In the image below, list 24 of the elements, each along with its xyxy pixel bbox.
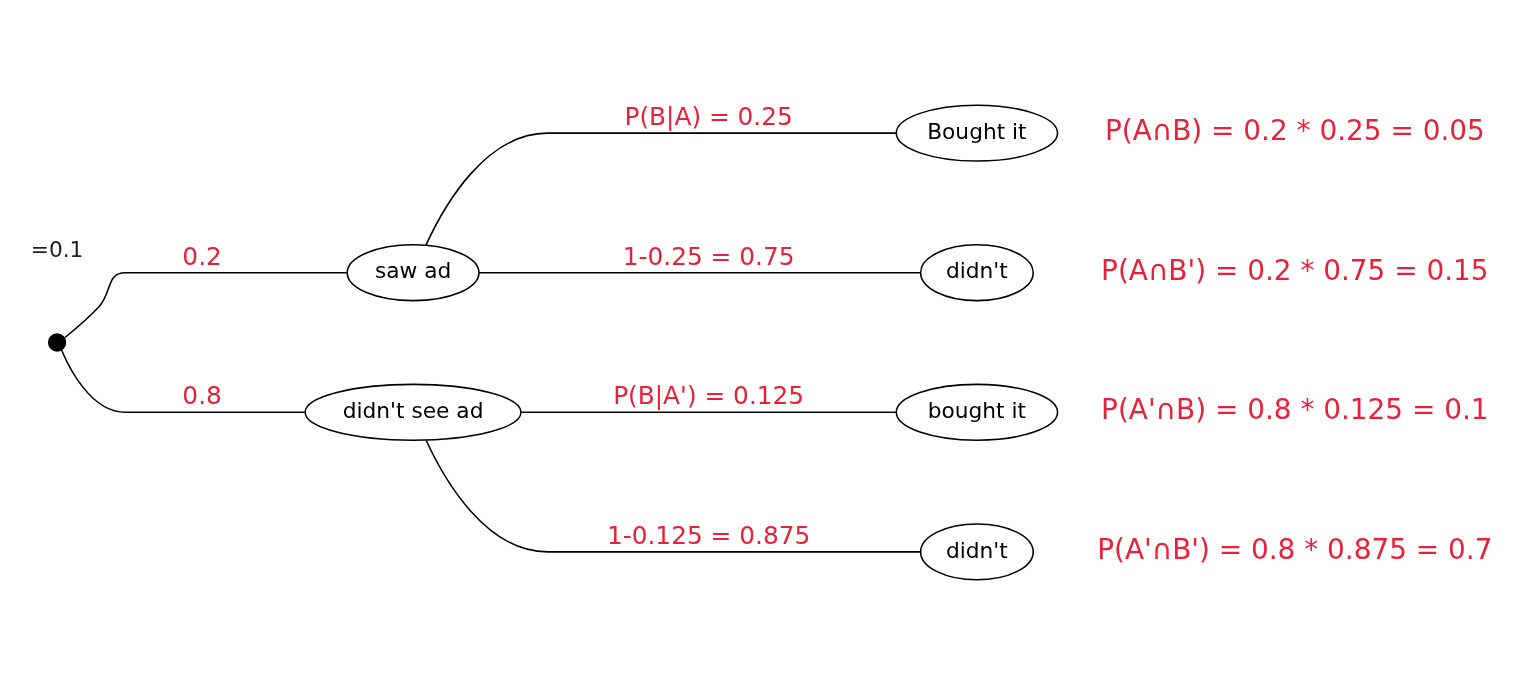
edge-label: P(B|A) = 0.25 <box>624 101 793 131</box>
edge-label: P(B|A') = 0.125 <box>613 380 805 410</box>
node-circle <box>47 332 67 352</box>
edge-label: 0.2 <box>182 241 222 271</box>
connector <box>63 271 349 338</box>
node-ellipse: bought it <box>895 383 1059 441</box>
node-label: P(A'∩B') = 0.8 * 0.875 = 0.7 <box>1097 532 1493 566</box>
node-ellipse: didn't <box>919 522 1034 581</box>
connector <box>60 348 306 413</box>
edge-label: 0.8 <box>182 380 222 410</box>
connector <box>425 131 897 246</box>
edge-label: 1-0.25 = 0.75 <box>622 241 795 271</box>
node-ellipse: saw ad <box>346 243 480 301</box>
edge-label: 1-0.125 = 0.875 <box>607 520 811 550</box>
node-ellipse: Bought it <box>895 103 1059 162</box>
connector <box>477 271 921 273</box>
connector <box>520 411 897 413</box>
node-label: P(A∩B) = 0.2 * 0.25 = 0.05 <box>1104 113 1485 147</box>
node-label: P(A'∩B) = 0.8 * 0.125 = 0.1 <box>1101 392 1489 426</box>
connector <box>425 439 921 553</box>
label: =0.1 <box>30 236 84 262</box>
node-label: P(A∩B') = 0.2 * 0.75 = 0.15 <box>1101 253 1489 287</box>
node-ellipse: didn't <box>919 243 1034 301</box>
node-ellipse: didn't see ad <box>304 383 522 441</box>
